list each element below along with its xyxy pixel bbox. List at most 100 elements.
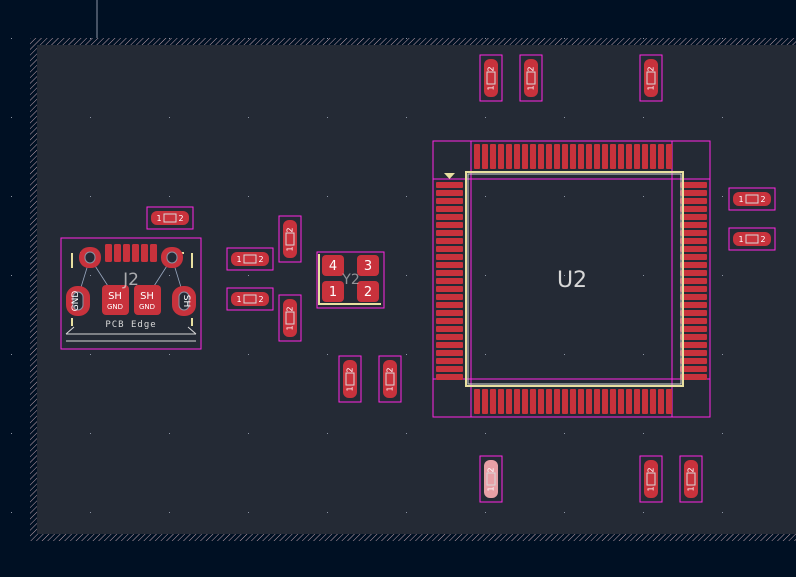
u2-pad-right[interactable] — [680, 350, 707, 356]
u2-pad-right[interactable] — [680, 214, 707, 220]
u2-pad-top[interactable] — [594, 144, 600, 169]
u2-pad-right[interactable] — [680, 286, 707, 292]
u2-pad-left[interactable] — [436, 302, 463, 308]
y2-pad-4[interactable] — [322, 255, 344, 276]
j2-signal-pads[interactable] — [105, 244, 157, 262]
component-c22[interactable]: 21 — [519, 54, 543, 102]
c27-body[interactable] — [684, 460, 698, 498]
u2-pad-right[interactable] — [680, 318, 707, 324]
c14-body[interactable] — [151, 211, 189, 225]
c23-body[interactable] — [644, 59, 658, 97]
u2-pad-top[interactable] — [602, 144, 608, 169]
component-c26[interactable]: 21 — [639, 455, 663, 503]
u2-pad-top[interactable] — [610, 144, 616, 169]
u2-pad-top[interactable] — [562, 144, 568, 169]
c22-body[interactable] — [524, 59, 538, 97]
u2-pad-bottom[interactable] — [498, 389, 504, 414]
u2-pad-bottom[interactable] — [562, 389, 568, 414]
u2-pad-bottom[interactable] — [514, 389, 520, 414]
u2-pad-top[interactable] — [650, 144, 656, 169]
u2-pad-top[interactable] — [538, 144, 544, 169]
u2-pad-left[interactable] — [436, 326, 463, 332]
u2-pad-top[interactable] — [522, 144, 528, 169]
u2-pad-bottom[interactable] — [586, 389, 592, 414]
u2-pad-top[interactable] — [586, 144, 592, 169]
u2-pad-right[interactable] — [680, 262, 707, 268]
y2-pad-2[interactable] — [357, 281, 379, 302]
u2-pad-bottom[interactable] — [538, 389, 544, 414]
u2-pad-bottom[interactable] — [570, 389, 576, 414]
u2-pad-top[interactable] — [554, 144, 560, 169]
u2-pad-top[interactable] — [666, 144, 672, 169]
u2-pad-bottom[interactable] — [618, 389, 624, 414]
u2-pad-left[interactable] — [436, 374, 463, 380]
u2-pad-left[interactable] — [436, 222, 463, 228]
y2-pad-1[interactable] — [322, 281, 344, 302]
u2-pads[interactable] — [436, 144, 707, 414]
component-j2[interactable]: GND SH GND SH GND SH J2 PCB Edge — [60, 237, 202, 350]
u2-pad-right[interactable] — [680, 238, 707, 244]
component-y2[interactable]: 4 3 1 2 Y2 — [316, 251, 385, 309]
u2-pad-top[interactable] — [498, 144, 504, 169]
u2-pad-left[interactable] — [436, 254, 463, 260]
u2-pad-left[interactable] — [436, 262, 463, 268]
u2-pad-right[interactable] — [680, 182, 707, 188]
u2-pad-top[interactable] — [658, 144, 664, 169]
u2-pad-bottom[interactable] — [650, 389, 656, 414]
u2-pad-right[interactable] — [680, 190, 707, 196]
u2-pad-left[interactable] — [436, 182, 463, 188]
component-c23[interactable]: 21 — [639, 54, 663, 102]
u2-pad-right[interactable] — [680, 358, 707, 364]
component-c21[interactable]: 21 — [479, 54, 503, 102]
u2-pad-left[interactable] — [436, 358, 463, 364]
component-r8[interactable]: 21 — [479, 455, 503, 503]
u2-pad-bottom[interactable] — [634, 389, 640, 414]
u2-pad-bottom[interactable] — [626, 389, 632, 414]
u2-pad-bottom[interactable] — [474, 389, 480, 414]
u2-pad-top[interactable] — [634, 144, 640, 169]
u2-pad-left[interactable] — [436, 214, 463, 220]
u2-pad-right[interactable] — [680, 326, 707, 332]
u2-pad-bottom[interactable] — [506, 389, 512, 414]
r2-body[interactable] — [231, 252, 269, 266]
component-c24[interactable]: 21 — [338, 355, 362, 403]
u2-pad-left[interactable] — [436, 366, 463, 372]
u2-pad-top[interactable] — [546, 144, 552, 169]
u2-pad-left[interactable] — [436, 342, 463, 348]
u2-pad-left[interactable] — [436, 334, 463, 340]
u2-pad-bottom[interactable] — [578, 389, 584, 414]
component-c16[interactable]: 21 — [278, 294, 302, 342]
u2-pad-bottom[interactable] — [490, 389, 496, 414]
u2-pad-right[interactable] — [680, 270, 707, 276]
u2-pad-top[interactable] — [490, 144, 496, 169]
u2-pad-left[interactable] — [436, 230, 463, 236]
u2-pad-top[interactable] — [570, 144, 576, 169]
u2-pad-bottom[interactable] — [522, 389, 528, 414]
u2-pad-left[interactable] — [436, 350, 463, 356]
u2-pad-right[interactable] — [680, 254, 707, 260]
u2-pad-top[interactable] — [514, 144, 520, 169]
u2-pad-left[interactable] — [436, 238, 463, 244]
u2-pad-right[interactable] — [680, 374, 707, 380]
c13-body[interactable] — [733, 232, 771, 246]
u2-pad-top[interactable] — [482, 144, 488, 169]
c9-body[interactable] — [733, 192, 771, 206]
u2-pad-bottom[interactable] — [610, 389, 616, 414]
u2-pad-left[interactable] — [436, 294, 463, 300]
j2-shield-pads-bottom[interactable] — [66, 285, 196, 316]
u2-pad-left[interactable] — [436, 206, 463, 212]
u2-pad-left[interactable] — [436, 270, 463, 276]
u2-pad-bottom[interactable] — [546, 389, 552, 414]
u2-pad-right[interactable] — [680, 366, 707, 372]
c25-body[interactable] — [383, 360, 397, 398]
u2-pad-left[interactable] — [436, 278, 463, 284]
u2-pad-right[interactable] — [680, 246, 707, 252]
u2-pad-bottom[interactable] — [482, 389, 488, 414]
u2-pad-right[interactable] — [680, 198, 707, 204]
u2-pad-bottom[interactable] — [554, 389, 560, 414]
u2-pad-top[interactable] — [618, 144, 624, 169]
r3-body[interactable] — [231, 292, 269, 306]
component-u2[interactable]: U2 — [432, 140, 711, 418]
